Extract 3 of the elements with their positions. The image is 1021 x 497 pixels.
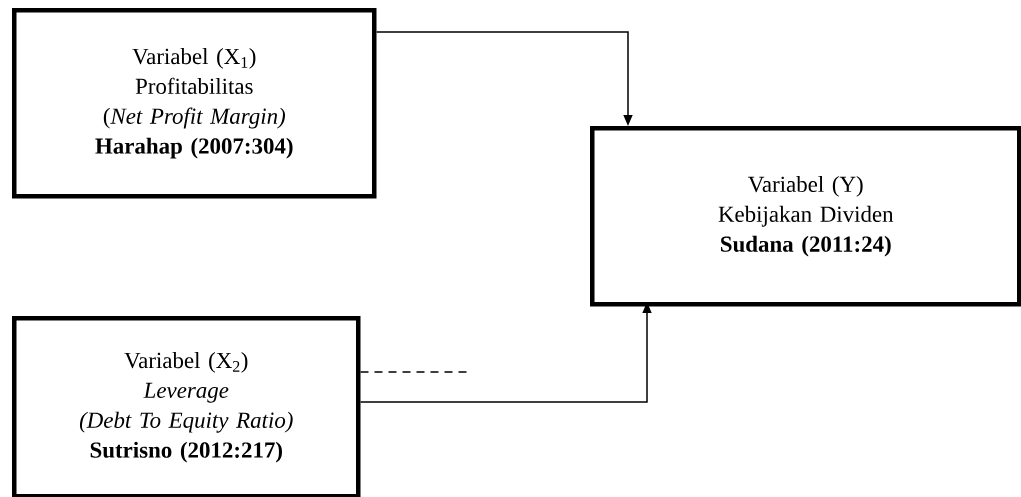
variable-box: Variabel (Y) Kebijakan Dividen Sudana (2011:24) — [590, 126, 1021, 307]
variable-box: Variabel (X$_{2}$) Leverage (Debt To Equity Ratio) Sutrisno (2012:217) — [12, 316, 361, 497]
variable-box: Variabel (X$_{1}$) Profitabilitas (Net Profit Margin) Harahap (2007:304) — [12, 8, 377, 199]
